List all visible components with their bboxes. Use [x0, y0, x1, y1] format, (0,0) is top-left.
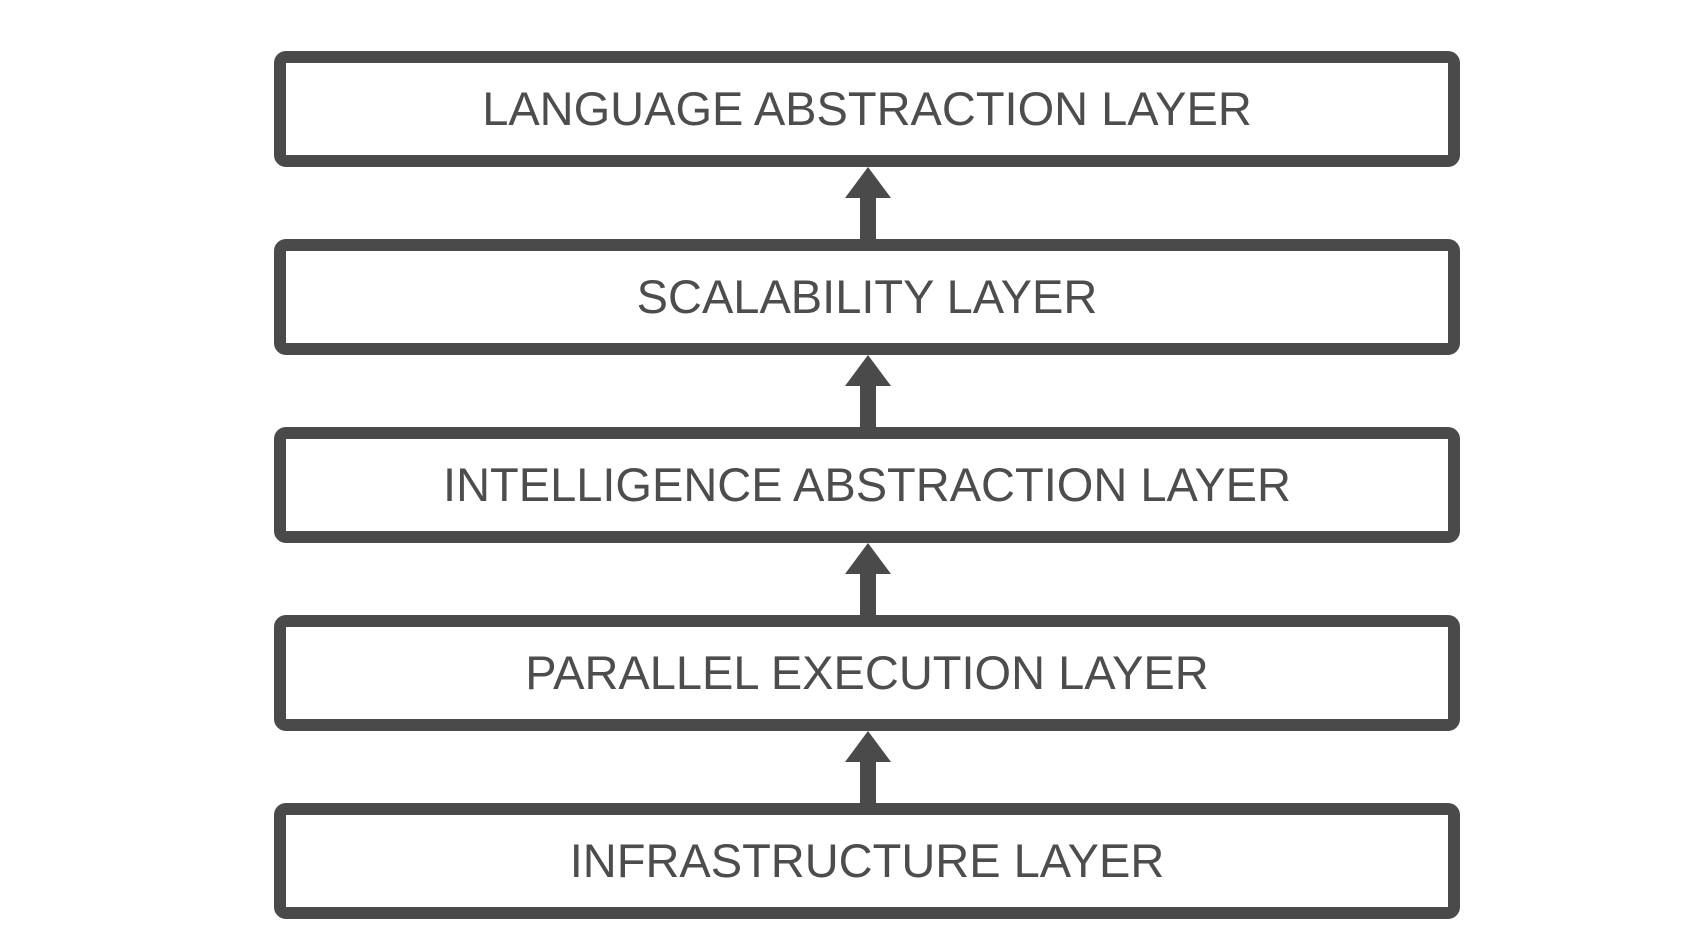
layer-label: PARALLEL EXECUTION LAYER [525, 645, 1209, 699]
layer-label: INFRASTRUCTURE LAYER [569, 833, 1165, 887]
arrow-head [845, 731, 891, 762]
arrow-head [845, 167, 891, 198]
layer-box-infrastructure: INFRASTRUCTURE LAYER [274, 803, 1460, 919]
up-arrow-2 [845, 355, 891, 427]
arrow-stem [860, 386, 876, 427]
arrow-stem [860, 198, 876, 239]
arrow-head [845, 543, 891, 574]
up-arrow-3 [845, 543, 891, 615]
layer-label: LANGUAGE ABSTRACTION LAYER [482, 81, 1252, 135]
up-arrow-1 [845, 167, 891, 239]
layer-box-intelligence-abstraction: INTELLIGENCE ABSTRACTION LAYER [274, 427, 1460, 543]
layer-label: SCALABILITY LAYER [636, 269, 1098, 323]
layer-box-scalability: SCALABILITY LAYER [274, 239, 1460, 355]
layer-box-parallel-execution: PARALLEL EXECUTION LAYER [274, 615, 1460, 731]
up-arrow-4 [845, 731, 891, 803]
layer-box-language-abstraction: LANGUAGE ABSTRACTION LAYER [274, 51, 1460, 167]
arrow-stem [860, 762, 876, 803]
arrow-head [845, 355, 891, 386]
layer-label: INTELLIGENCE ABSTRACTION LAYER [443, 457, 1291, 511]
arrow-stem [860, 574, 876, 615]
